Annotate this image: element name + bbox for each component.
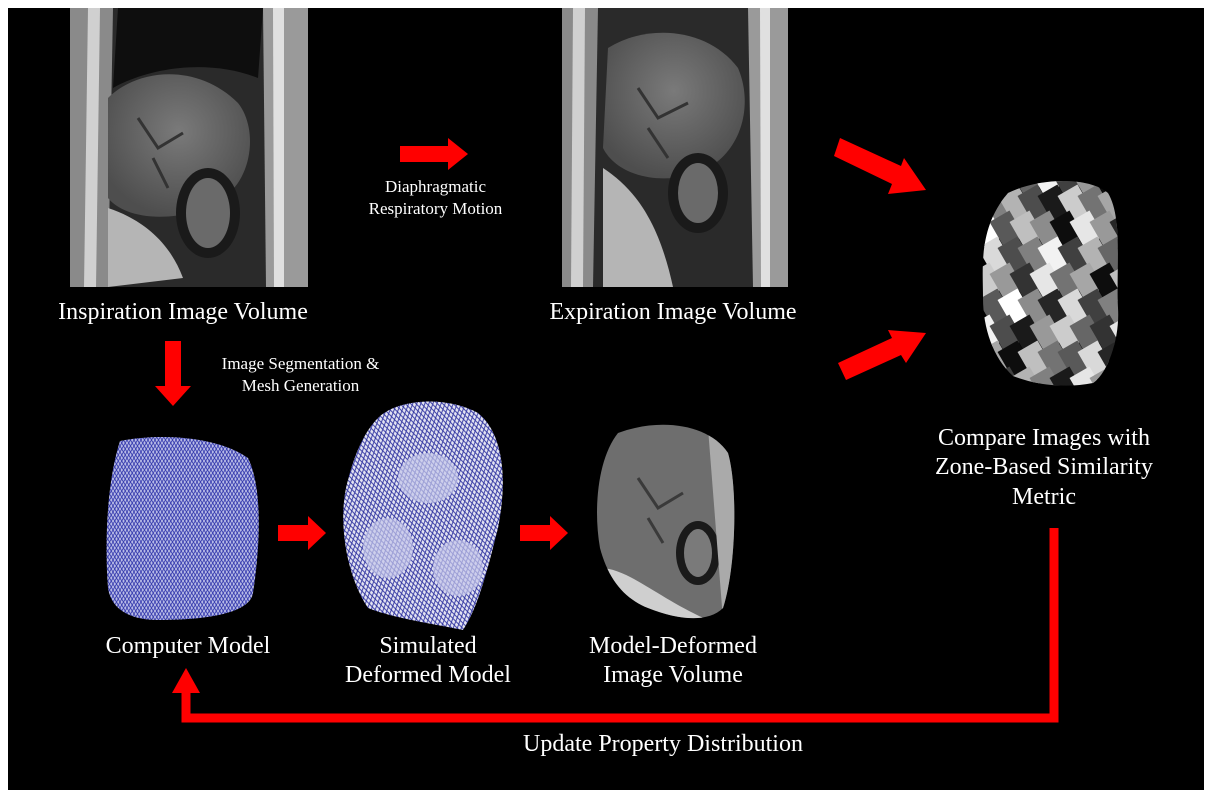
arrow-motion	[400, 138, 468, 170]
similarity-zone	[970, 367, 1004, 404]
simulated-label-line2: Deformed Model	[313, 661, 543, 690]
arrow-deformed-to-compare	[838, 330, 926, 380]
model-deformed-label-line1: Model-Deformed	[563, 632, 783, 661]
computer-model-mesh	[107, 437, 259, 620]
arrow-to-deformed	[520, 516, 568, 550]
similarity-zone	[1118, 341, 1152, 378]
simulated-label: Simulated Deformed Model	[313, 632, 543, 691]
computer-model-label: Computer Model	[78, 632, 298, 661]
similarity-zone	[970, 159, 1004, 196]
model-deformed-label-line2: Image Volume	[563, 661, 783, 690]
similarity-zone	[1118, 237, 1152, 274]
similarity-zone	[1110, 159, 1144, 196]
similarity-zone	[1118, 289, 1152, 326]
simulated-deformed-mesh	[343, 402, 503, 630]
expiration-image	[562, 8, 788, 287]
similarity-map	[970, 159, 1152, 404]
expiration-label: Expiration Image Volume	[523, 298, 823, 327]
motion-label: Diaphragmatic Respiratory Motion	[348, 176, 523, 220]
compare-label-line3: Metric	[913, 483, 1175, 512]
inspiration-image	[70, 8, 308, 288]
arrow-to-simulated	[278, 516, 326, 550]
simulated-label-line1: Simulated	[313, 632, 543, 661]
segmentation-label-line1: Image Segmentation &	[188, 353, 413, 375]
compare-label-line2: Zone-Based Similarity	[913, 453, 1175, 482]
model-deformed-image	[597, 425, 738, 620]
segmentation-label-line2: Mesh Generation	[188, 375, 413, 397]
segmentation-label: Image Segmentation & Mesh Generation	[188, 353, 413, 397]
compare-label-line1: Compare Images with	[913, 424, 1175, 453]
diagram-canvas: Inspiration Image Volume Expiration Imag…	[8, 8, 1204, 790]
update-label: Update Property Distribution	[478, 730, 848, 759]
arrow-expiration-to-compare	[834, 138, 926, 194]
arrow-feedback-head	[172, 668, 200, 693]
motion-label-line2: Respiratory Motion	[348, 198, 523, 220]
compare-label: Compare Images with Zone-Based Similarit…	[913, 424, 1175, 512]
arrow-down-segmentation	[155, 341, 191, 406]
inspiration-label: Inspiration Image Volume	[33, 298, 333, 327]
model-deformed-label: Model-Deformed Image Volume	[563, 632, 783, 691]
motion-label-line1: Diaphragmatic	[348, 176, 523, 198]
similarity-zone	[1110, 367, 1144, 404]
similarity-zone	[1118, 185, 1152, 222]
